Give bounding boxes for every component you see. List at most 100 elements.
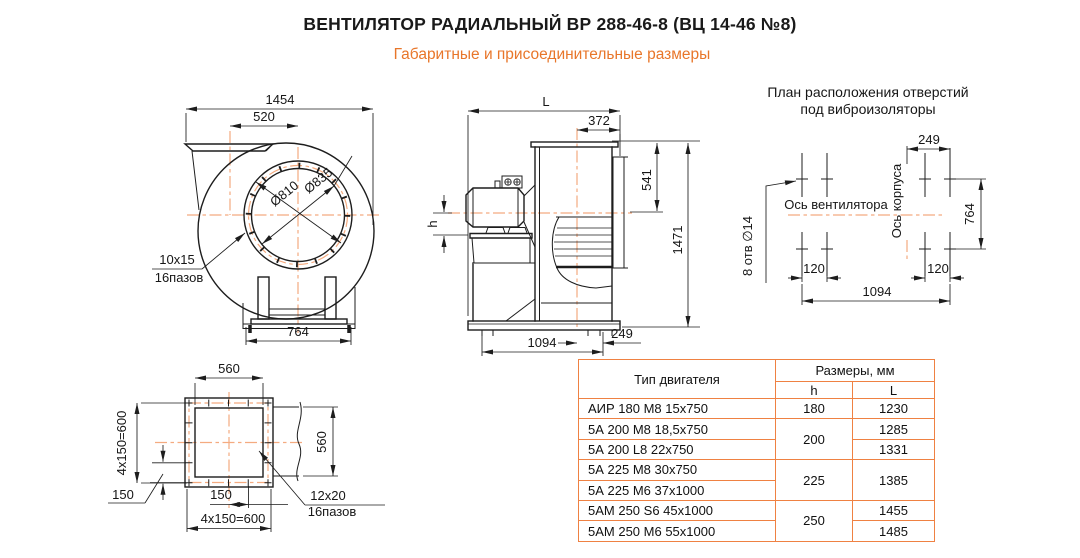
flange-slot-size-label: 12x20 [310,488,345,503]
flange-top-label: 560 [218,361,240,376]
col-header-h: h [775,381,853,399]
L-value-cell: 1455 [852,499,935,522]
support-post-right [324,276,337,320]
page-title: ВЕНТИЛЯТОР РАДИАЛЬНЫЙ ВР 288-46-8 (ВЦ 14… [303,14,797,34]
L-value-cell: 1485 [852,520,935,542]
h-value-cell: 200 [775,418,853,461]
bottom-pitch-label: 150 [210,487,232,502]
side-pitch-extensions [150,462,186,484]
table-row: 5А 200 L8 22х750 1331 [578,438,935,461]
pedestal-upper [471,237,535,264]
L-value-cell: 1385 [852,459,935,501]
flange-right-label: 560 [314,431,329,453]
overall-length-label: L [542,94,549,109]
motor-type-cell: 5А 200 L8 22х750 [578,438,776,461]
motor-bracket-lines [523,184,536,248]
vibration-hole-cross-ticks [796,178,956,250]
overall-length-extensions [467,115,621,316]
col-header-L: L [852,381,935,399]
fan-axis-label: Ось вентилятора [784,197,888,212]
side-pitch-leader [108,473,164,504]
col-header-dimensions: Размеры, мм [775,359,935,382]
motor-eyebolt [494,180,501,189]
inlet-collar-caps [612,156,628,269]
housing-axis-label: Ось корпуса [889,163,904,238]
inlet-flange-plate [183,143,275,152]
flange-slot-leader [259,451,385,506]
inlet-outer-circle [243,160,353,270]
terminal-bolt-crosses [504,178,521,186]
holes-plan-title-line2: под виброизоляторы [800,101,935,117]
motor-type-cell: 5АМ 250 S6 45х1000 [578,499,776,522]
L-value-cell: 1285 [852,418,935,440]
diameter-dim-extension [333,155,353,187]
table-row: 5АМ 250 М6 55х1000 1485 [578,520,935,542]
vibration-hole-axes [801,148,951,276]
motor-terminal-box [501,175,523,189]
inlet-axis-label: 541 [639,169,654,191]
table-row: 5АМ 250 S6 45х1000 250 1455 [578,499,935,542]
page-subtitle: Габаритные и присоединительные размеры [393,46,711,63]
flange-left-label: 4x150=600 [114,411,129,476]
axis-height-label: h [425,220,440,227]
holes-plan-title-line1: План расположения отверстий [767,84,968,100]
plan-axis-offset-label: 249 [918,132,940,147]
impeller-blade-lines [554,227,612,257]
flange-bottom-label: 4x150=600 [201,511,266,526]
side-base-frame [467,320,621,331]
motor-type-cell: 5АМ 250 М6 55х1000 [578,520,776,542]
slot-count-label: 16пазов [155,270,204,285]
duct-continuation-lines [273,406,299,477]
motor-type-cell: АИР 180 М8 15х750 [578,397,776,420]
scroll-side-walls [242,287,356,324]
plan-pitch-left-label: 120 [803,261,825,276]
overall-width-label: 1454 [266,92,295,107]
flange-outer-square [184,397,274,488]
flange-view-drawing: 560 4x150=600 560 150 150 4x150=600 12x2… [108,361,385,532]
base-width-label: 764 [287,324,309,339]
plan-depth-label: 764 [962,203,977,225]
inlet-offset-label: 520 [253,109,275,124]
overall-width-extensions [185,113,374,225]
inlet-slot-ticks [245,162,351,268]
L-value-cell: 1230 [852,397,935,420]
h-value-cell: 180 [775,397,853,420]
outlet-flange [530,141,619,148]
h-value-cell: 250 [775,499,853,542]
base-feet-ticks [248,325,351,333]
flange-top-extensions [194,383,264,405]
slot-size-label: 10x15 [159,252,194,267]
inlet-duct-walls [191,146,271,211]
outer-diameter-dim-line [255,181,342,244]
motor-type-cell: 5А 225 М8 30х750 [578,459,776,481]
base-frame [242,323,356,329]
holes-note-leader [765,180,797,283]
table-row: АИР 180 М8 15х750 180 1230 [578,397,935,420]
motor-feet [485,227,528,234]
h-value-cell: 225 [775,459,853,501]
flange-slot-count-label: 16пазов [308,504,357,519]
motor-mounting-plate [469,232,533,239]
base-offset-label: 249 [611,326,633,341]
motor-body [465,187,525,228]
inlet-inner-diameter-label: Ø810 [267,178,301,210]
holes-plan-drawing: План расположения отверстий под виброизо… [740,84,986,305]
plan-pitch-extensions [801,276,951,282]
front-view-drawing: Ø810 Ø835 1454 520 764 10x15 16пазов [152,92,382,345]
housing-inner-lines [539,147,612,321]
table-row: 5А 200 М8 18,5х750 200 1285 [578,418,935,461]
col-header-motor-type: Тип двигателя [578,359,776,399]
motor-end-bells [472,188,519,227]
side-pitch-label: 150 [112,487,134,502]
overall-height-label: 1471 [670,226,685,255]
plan-pitch-right-label: 120 [927,261,949,276]
motor-dimensions-table: Тип двигателя Размеры, мм h L АИР 180 М8… [578,359,935,542]
support-crossbar [268,308,326,316]
pedestal-brace [505,298,536,322]
motor-type-cell: 5А 200 М8 18,5х750 [578,418,776,440]
side-view-drawing: L 372 541 1471 h 1094 249 [425,94,700,356]
axis-height-extensions [433,212,468,236]
duct-break-line [296,401,302,482]
